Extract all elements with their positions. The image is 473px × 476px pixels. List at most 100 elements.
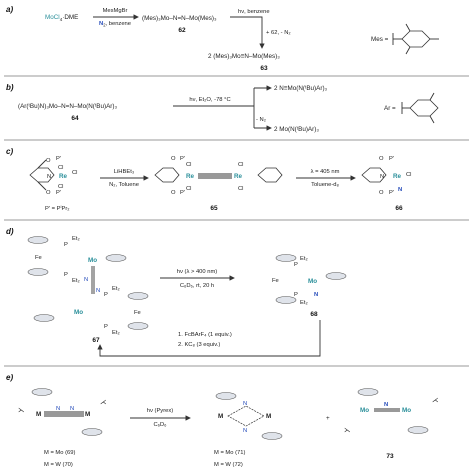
svg-text:Mo: Mo <box>308 278 317 285</box>
atom-p-bottom: P' <box>56 190 61 196</box>
panel-e-arrow-top: hν (Pyrex) <box>147 408 173 414</box>
svg-text:O: O <box>379 156 384 162</box>
atom-m-right: M <box>85 411 90 418</box>
svg-text:Mo: Mo <box>402 407 411 414</box>
svg-text:Cl: Cl <box>186 162 191 168</box>
return-step-1: 1. FcBArF₄ (1 equiv.) <box>178 332 232 338</box>
svg-text:P: P <box>104 292 108 298</box>
svg-text:N: N <box>384 402 388 408</box>
compound-73-label: 73 <box>386 453 394 460</box>
svg-text:O: O <box>171 190 176 196</box>
panel-d-arrow-top: hν (λ > 400 nm) <box>177 269 218 275</box>
compound-65-label: 65 <box>210 205 218 212</box>
panel-c-label: c) <box>6 147 13 156</box>
svg-text:Mo: Mo <box>360 407 369 414</box>
p-prime-definition: P' = PⁱPr₂ <box>45 204 70 212</box>
panel-d-arrow-bottom: C₆D₆, rt, 20 h <box>180 283 214 289</box>
svg-text:Et₂: Et₂ <box>72 278 80 284</box>
panel-a-arrow2-top: hν, benzene <box>238 9 270 15</box>
svg-text:N: N <box>314 292 318 298</box>
svg-text:⋋: ⋋ <box>344 427 350 434</box>
panel-b-arrow-top: hν, Et₂O, -78 °C <box>189 97 230 103</box>
svg-text:Et₂: Et₂ <box>72 236 80 242</box>
panel-c-arrow1-top: LiHBEt₃ <box>114 169 135 175</box>
panel-a: a) MoCl4·DME MesMgBr N2, benzene (Mes)₃M… <box>6 5 439 72</box>
svg-text:⋌: ⋌ <box>100 399 106 406</box>
panel-b: b) (Ar(ᵗBu)N)₃Mo–N=N–Mo(N(ᵗBu)Ar)₃ 64 hν… <box>6 83 439 133</box>
product-62-formula: (Mes)₃Mo–N=N–Mo(Mes)₃ <box>142 15 217 22</box>
legend-70: M = W (70) <box>44 462 73 468</box>
svg-text:O: O <box>171 156 176 162</box>
reactant-64-formula: (Ar(ᵗBu)N)₃Mo–N=N–Mo(N(ᵗBu)Ar)₃ <box>18 103 117 110</box>
panel-a-arrow1-bottom: N2, benzene <box>99 21 131 28</box>
panel-e-label: e) <box>6 373 13 382</box>
legend-69: M = Mo (69) <box>44 450 75 456</box>
atom-m-left: M <box>36 411 41 418</box>
compound-67-label: 67 <box>92 337 100 344</box>
atom-re: Re <box>59 173 68 180</box>
product-nitride-formula: 2 N≡Mo(N(ᵗBu)Ar)₃ <box>274 85 328 92</box>
svg-text:P: P <box>64 272 68 278</box>
svg-text:Et₂: Et₂ <box>112 330 120 336</box>
plus-sign: + <box>326 415 330 422</box>
svg-text:Cl: Cl <box>406 172 411 178</box>
atom-o-bottom: O <box>46 190 51 196</box>
svg-text:P': P' <box>389 190 394 196</box>
panel-c-arrow2-bottom: Toluene-d₈ <box>311 182 339 188</box>
atom-cl-2: Cl <box>72 170 77 176</box>
mesityl-structure <box>392 23 439 55</box>
product-63-formula: 2 (Mes)₃Mo≡N–Mo(Mes)₃ <box>208 53 280 60</box>
svg-text:Fe: Fe <box>134 310 141 316</box>
svg-text:Et₂: Et₂ <box>300 256 308 262</box>
compound-64-label: 64 <box>71 115 79 122</box>
svg-text:P: P <box>294 292 298 298</box>
svg-text:N: N <box>243 401 247 407</box>
svg-text:N: N <box>96 288 100 294</box>
svg-text:Cl: Cl <box>238 162 243 168</box>
panel-a-start-reagent: MoCl4·DME <box>45 14 78 22</box>
ar-definition-label: Ar = <box>384 105 396 112</box>
svg-text:N: N <box>70 406 74 412</box>
svg-text:N: N <box>243 428 247 434</box>
panel-b-label: b) <box>6 83 14 92</box>
panel-a-arrow2-bottom: + 62, - N₂ <box>266 30 291 36</box>
return-step-2: 2. KC₈ (3 equiv.) <box>178 342 220 348</box>
svg-text:P': P' <box>389 156 394 162</box>
aryl-structure <box>401 92 439 124</box>
mo-nitride-bridge-73: Mo N Mo ⋋ ⋌ <box>344 388 438 434</box>
svg-text:Cl: Cl <box>238 186 243 192</box>
atom-re-left: Re <box>186 173 195 180</box>
panel-a-label: a) <box>6 5 13 14</box>
panel-c-arrow2-top: λ = 405 nm <box>311 169 340 175</box>
svg-text:P: P <box>104 324 108 330</box>
m-n2-dimer-69-70: ⋋ M N N M ⋌ <box>18 388 106 436</box>
atom-cl-3: Cl <box>58 184 63 190</box>
svg-text:Cl: Cl <box>186 186 191 192</box>
svg-text:N: N <box>56 406 60 412</box>
svg-text:Fe: Fe <box>35 255 42 261</box>
panel-c: c) O P' O P' N Re Cl Cl Cl P' = PⁱPr₂ Li… <box>6 147 411 212</box>
svg-text:Et₂: Et₂ <box>112 286 120 292</box>
svg-text:Fe: Fe <box>272 278 279 284</box>
atom-re-right: Re <box>234 173 243 180</box>
svg-text:Et₂: Et₂ <box>300 300 308 306</box>
panel-d-label: d) <box>6 227 14 236</box>
bis-nitride-71-72: M N N M <box>215 392 283 440</box>
re-pnp-precursor: O P' O P' N Re Cl Cl Cl <box>29 156 77 196</box>
svg-text:⋋: ⋋ <box>18 407 24 414</box>
atom-n: N <box>47 174 51 180</box>
panel-d: d) Fe P Et₂ P Et₂ Mo N N Mo P Et₂ P Et₂ … <box>6 227 347 357</box>
panel-c-arrow1-bottom: N₂, Toluene <box>109 182 139 188</box>
svg-text:P': P' <box>180 156 185 162</box>
panel-b-loss-n2: - N₂ <box>256 117 266 123</box>
panel-d-return-arrow <box>97 320 321 357</box>
svg-text:⋌: ⋌ <box>432 397 438 404</box>
atom-mo-top: Mo <box>88 257 97 264</box>
mo-nitride-68: Fe P Et₂ P Et₂ Mo N <box>272 254 347 306</box>
svg-text:N: N <box>380 174 384 180</box>
svg-text:P: P <box>294 262 298 268</box>
mo-n2-dimer-67: Fe P Et₂ P Et₂ Mo N N Mo P Et₂ P Et₂ Fe <box>27 236 149 336</box>
atom-mo-bottom: Mo <box>74 309 83 316</box>
compound-66-label: 66 <box>395 205 403 212</box>
atom-p-top: P' <box>56 156 61 162</box>
